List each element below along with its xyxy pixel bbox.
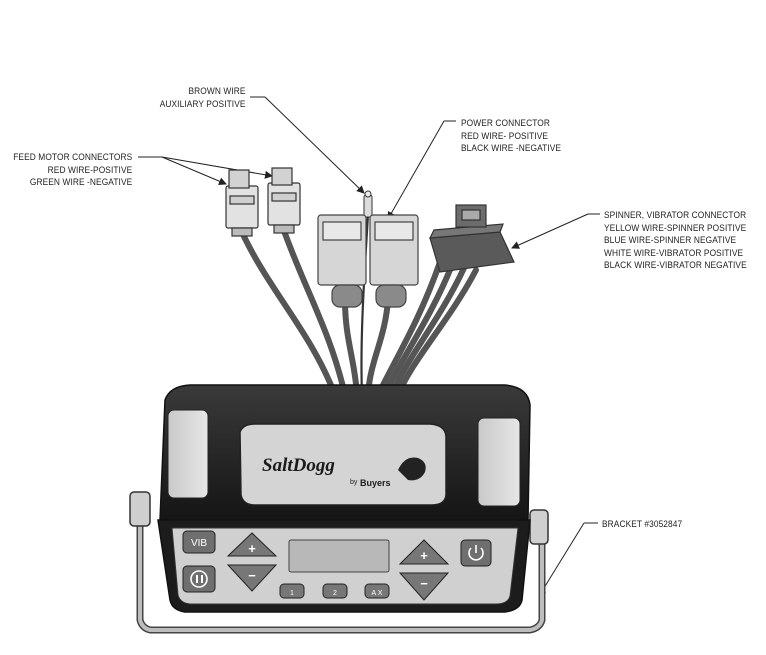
spinner-vibrator-label: SPINNER, VIBRATOR CONNECTOR YELLOW WIRE-… <box>604 210 747 273</box>
lcd-display <box>288 539 390 573</box>
feed-motor-red-wire: RED WIRE-POSITIVE <box>47 164 133 176</box>
spinner-wire-2 <box>382 262 455 398</box>
feed-motor-title: FEED MOTOR CONNECTORS <box>12 152 132 163</box>
spinner-vibrator-title: SPINNER, VIBRATOR CONNECTOR <box>604 210 747 221</box>
bracket-title: BRACKET #3052847 <box>602 519 683 530</box>
left-minus-label: − <box>248 568 256 583</box>
power-icon <box>468 547 484 561</box>
power-button[interactable] <box>460 539 492 567</box>
spinner-leader-arrow <box>511 213 589 249</box>
feed-wire-1 <box>237 225 338 398</box>
feed-motor-connector-1 <box>225 169 259 237</box>
pause-button[interactable] <box>182 565 216 593</box>
spinner-blue-wire: BLUE WIRE-SPINNER NEGATIVE <box>604 235 737 246</box>
feed-motor-label: FEED MOTOR CONNECTORS RED WIRE-POSITIVE … <box>13 152 132 190</box>
spinner-vibrator-connector <box>428 204 515 273</box>
keypad: VIB + − + − <box>182 530 492 601</box>
power-connector <box>317 214 419 308</box>
logo-buyers-text: Buyers <box>360 478 391 488</box>
brown-wire-label: BROWN WIRE AUXILIARY POSITIVE <box>160 86 246 111</box>
power-wire-1 <box>342 297 360 398</box>
logo-by-text: by <box>350 479 358 486</box>
spinner-wire-4 <box>395 267 479 398</box>
preset-button-1[interactable]: 1 <box>279 583 305 599</box>
preset-button-3[interactable]: A X <box>364 583 390 599</box>
right-minus-button[interactable]: − <box>398 572 450 601</box>
power-connector-label: POWER CONNECTOR RED WIRE- POSITIVE BLACK… <box>461 118 561 156</box>
brown-leader-arrow <box>264 96 365 194</box>
power-red-wire: RED WIRE- POSITIVE <box>461 130 549 142</box>
pause-icon <box>190 570 208 588</box>
preset-1-label: 1 <box>290 590 294 597</box>
feed-motor-green-wire: GREEN WIRE -NEGATIVE <box>29 177 132 188</box>
saltdogg-logo: SaltDogg by Buyers <box>262 455 426 488</box>
left-plus-label: + <box>248 541 256 556</box>
feed-leader-arrow-2 <box>161 156 273 179</box>
vibrator-white-wire: WHITE WIRE-VIBRATOR POSITIVE <box>604 247 744 259</box>
vibrator-black-wire: BLACK WIRE-VIBRATOR NEGATIVE <box>604 260 747 271</box>
wire-harness <box>237 225 479 398</box>
spinner-yellow-wire: YELLOW WIRE-SPINNER POSITIVE <box>604 222 747 234</box>
left-plus-button[interactable]: + <box>226 532 278 557</box>
brown-wire-title: BROWN WIRE <box>188 86 246 97</box>
right-plus-label: + <box>420 548 428 563</box>
vib-button[interactable]: VIB <box>182 530 216 554</box>
vib-button-label: VIB <box>191 538 207 549</box>
bracket-leader-arrow <box>538 522 585 597</box>
right-minus-label: − <box>420 576 428 591</box>
left-minus-button[interactable]: − <box>226 564 278 592</box>
preset-2-label: 2 <box>333 590 337 597</box>
brown-wire-aux: AUXILIARY POSITIVE <box>160 98 246 110</box>
power-connector-title: POWER CONNECTOR <box>461 118 550 129</box>
dog-head-icon <box>398 457 426 481</box>
brown-wire-terminal <box>363 190 373 218</box>
spinner-wire-3 <box>389 265 467 398</box>
mounting-bracket <box>129 491 549 634</box>
preset-3-label: A X <box>372 590 383 597</box>
feed-motor-connector-2 <box>267 167 301 234</box>
preset-button-2[interactable]: 2 <box>322 583 348 599</box>
bracket-label: BRACKET #3052847 <box>602 519 682 532</box>
feed-wire-2 <box>280 225 348 398</box>
feed-leader-arrow-1 <box>161 156 227 185</box>
spinner-wire-1 <box>375 259 443 398</box>
logo-saltdogg-text: SaltDogg <box>262 455 335 476</box>
right-plus-button[interactable]: + <box>398 539 450 565</box>
power-leader-arrow <box>387 120 445 220</box>
power-black-wire: BLACK WIRE -NEGATIVE <box>461 143 562 154</box>
leader-lines <box>138 96 600 597</box>
